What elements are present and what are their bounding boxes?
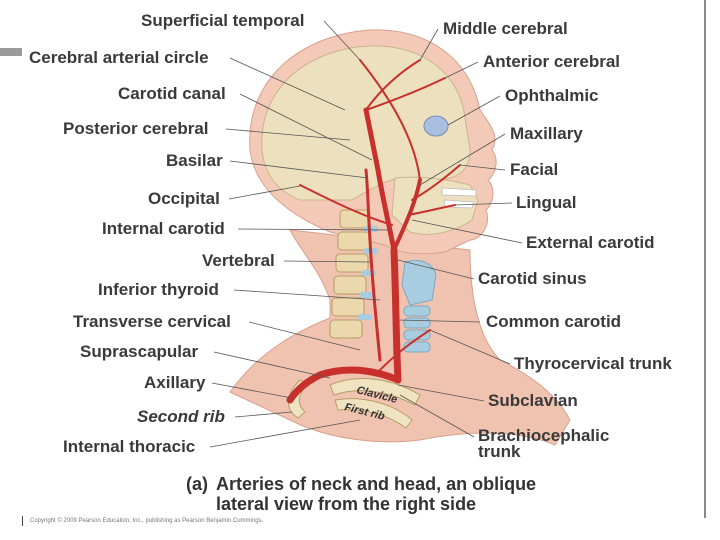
eye bbox=[423, 115, 449, 137]
label-second-rib: Second rib bbox=[137, 407, 225, 426]
skull bbox=[261, 45, 471, 201]
figure-caption-line1: Arteries of neck and head, an oblique bbox=[216, 474, 537, 494]
lingual-artery bbox=[407, 204, 456, 216]
figure-caption-line2: lateral view from the right side bbox=[216, 494, 477, 514]
label-superficial-temporal: Superficial temporal bbox=[141, 11, 305, 30]
figure-caption: Arteries of neck and head, an oblique la… bbox=[216, 474, 536, 514]
label-suprascapular: Suprascapular bbox=[80, 342, 199, 361]
left-tick bbox=[22, 516, 23, 526]
label-ophthalmic: Ophthalmic bbox=[505, 86, 599, 105]
label-posterior-cerebral: Posterior cerebral bbox=[63, 119, 209, 138]
label-brachiocephalic-trunk: trunk bbox=[478, 442, 521, 461]
label-facial: Facial bbox=[510, 160, 559, 179]
teeth bbox=[441, 187, 477, 209]
middle-cerebral-artery bbox=[365, 59, 421, 111]
copyright-notice: Copyright © 2009 Pearson Education, Inc.… bbox=[30, 518, 264, 524]
superficial-temporal-artery bbox=[359, 59, 421, 181]
label-cerebral-arterial-circle: Cerebral arterial circle bbox=[29, 48, 209, 67]
label-thyrocervical-trunk: Thyrocervical trunk bbox=[514, 354, 672, 373]
intervertebral-discs bbox=[358, 226, 378, 320]
first-rib bbox=[334, 398, 413, 429]
internal-carotid-artery bbox=[363, 107, 397, 253]
label-transverse-cervical: Transverse cervical bbox=[73, 312, 231, 331]
label-anterior-cerebral: Anterior cerebral bbox=[483, 52, 620, 71]
label-external-carotid: External carotid bbox=[526, 233, 655, 252]
right-rule bbox=[704, 0, 706, 518]
label-basilar: Basilar bbox=[166, 151, 223, 170]
label-vertebral: Vertebral bbox=[202, 251, 275, 270]
vertebral-artery bbox=[364, 168, 382, 362]
occipital-artery bbox=[299, 184, 393, 226]
label-internal-thoracic: Internal thoracic bbox=[63, 437, 196, 456]
leader-lines bbox=[209, 20, 523, 448]
label-carotid-canal: Carotid canal bbox=[118, 84, 226, 103]
label-middle-cerebral: Middle cerebral bbox=[443, 19, 568, 38]
label-maxillary: Maxillary bbox=[510, 124, 583, 143]
figure-letter: (a) bbox=[186, 474, 208, 494]
label-brachiocephalic: Brachiocephalic bbox=[478, 426, 610, 445]
corner-mark bbox=[0, 48, 22, 56]
facial-artery bbox=[411, 164, 461, 201]
subclavian-artery bbox=[286, 366, 402, 404]
cervical-spine bbox=[329, 209, 371, 339]
label-axillary: Axillary bbox=[144, 373, 206, 392]
common-carotid-artery bbox=[390, 246, 402, 384]
label-common-carotid: Common carotid bbox=[486, 312, 622, 331]
anterior-cerebral-artery bbox=[365, 77, 446, 111]
label-occipital: Occipital bbox=[148, 189, 220, 208]
label-carotid-sinus: Carotid sinus bbox=[478, 269, 587, 288]
thyrocervical-trunk bbox=[379, 329, 431, 371]
label-subclavian: Subclavian bbox=[488, 391, 578, 410]
label-internal-carotid: Internal carotid bbox=[102, 219, 225, 238]
label-lingual: Lingual bbox=[516, 193, 577, 212]
arteries bbox=[286, 59, 461, 404]
clavicle bbox=[329, 378, 421, 406]
label-inferior-thyroid: Inferior thyroid bbox=[98, 280, 219, 299]
